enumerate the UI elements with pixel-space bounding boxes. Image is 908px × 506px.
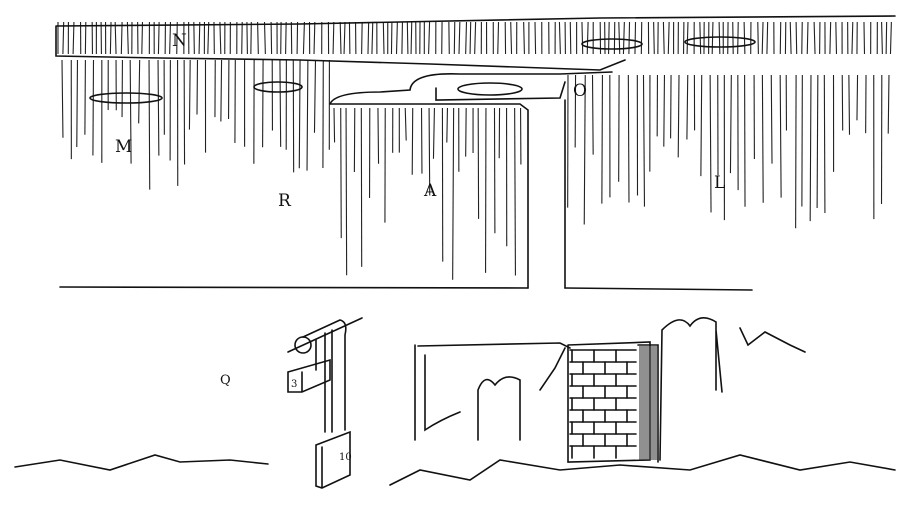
label-q: Q [220,373,231,388]
ceiling-band [55,15,896,71]
pulley-apparatus: 3 10 [287,317,363,489]
weight-large-label: 10 [339,452,352,463]
ruined-wall [389,317,896,486]
openings [89,36,756,104]
rock-hatching [57,21,892,280]
label-o: O [573,81,587,101]
ground-left [14,454,269,471]
label-m: M [115,137,132,157]
label-l: L [714,173,725,193]
weight-small-label: 3 [291,379,297,390]
label-a: A [423,181,437,201]
label-n: N [172,31,187,51]
label-r: R [278,191,292,211]
cavity-outline [329,71,613,289]
floor-line [59,286,753,291]
